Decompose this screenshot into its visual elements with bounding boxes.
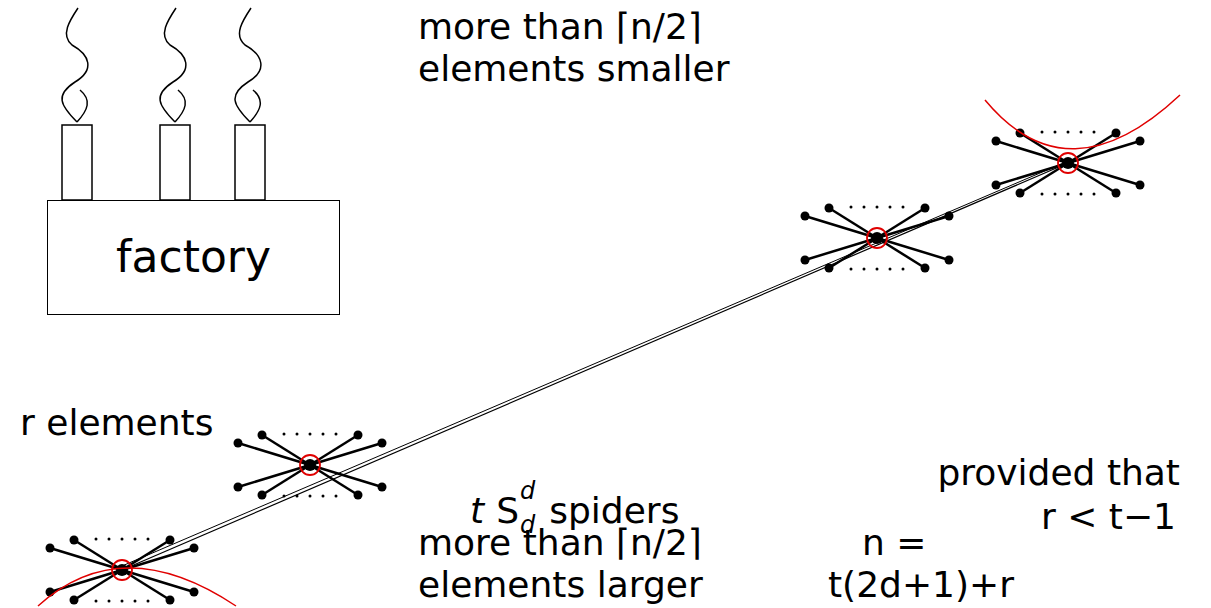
note-text: elements smaller <box>418 48 729 89</box>
box-label: factory <box>116 232 271 283</box>
formula-text: t(2d+1)+r <box>828 564 1014 605</box>
formula-text: n = <box>862 522 926 563</box>
note-text: elements larger <box>418 564 703 605</box>
condition-text: provided that <box>937 452 1180 493</box>
note-text: more than ⌈n/2⌉ <box>418 6 702 47</box>
note-text: more than ⌈n/2⌉ <box>418 522 702 563</box>
condition-text: r < t−1 <box>1041 496 1176 537</box>
note-text: r elements <box>20 402 213 443</box>
math-superscript: d <box>520 478 535 506</box>
factory-box: factory <box>47 200 340 315</box>
